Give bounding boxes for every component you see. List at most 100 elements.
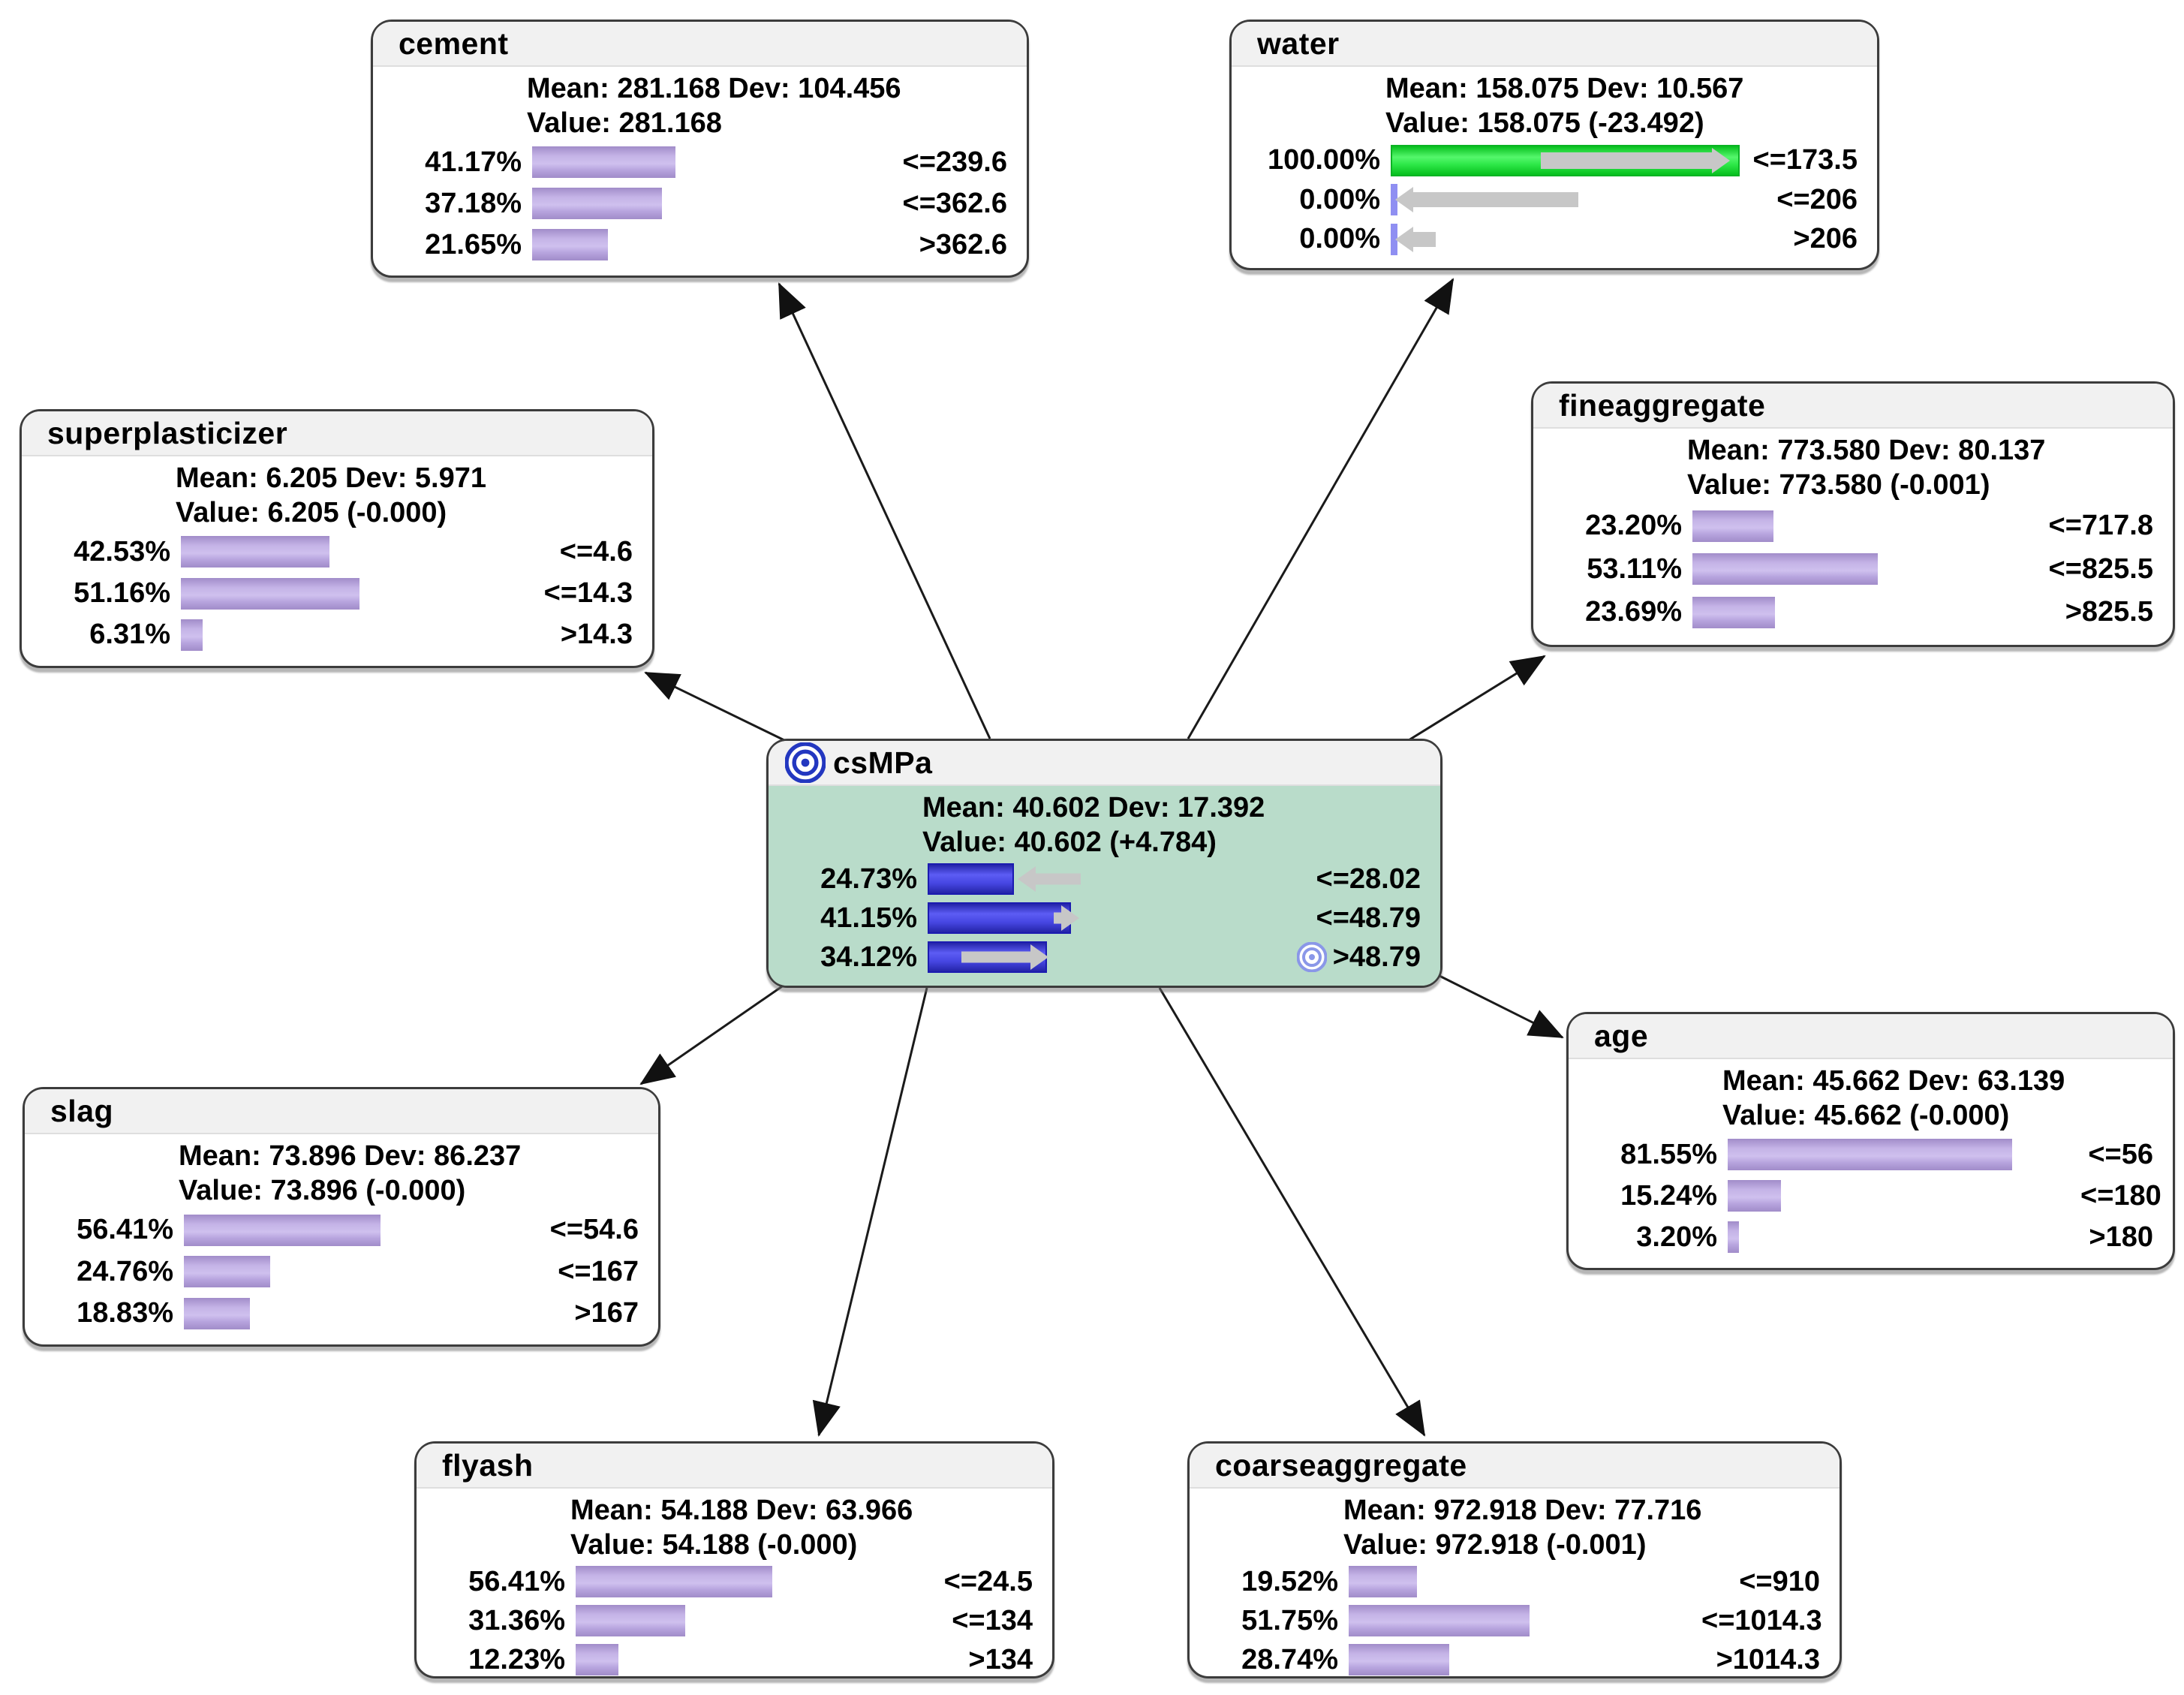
probability-row: 19.52% <=910 [1190, 1562, 1840, 1601]
probability-bar-track [184, 1214, 537, 1246]
probability-percent: 12.23% [468, 1643, 565, 1675]
probability-bar [1728, 1221, 1739, 1253]
state-range-label: <=173.5 [1743, 144, 1877, 176]
edge-csMPa-to-cement [778, 282, 991, 739]
node-header: csMPa [769, 741, 1440, 786]
probability-bar [1391, 184, 1397, 215]
bn-node-fineaggregate[interactable]: fineaggregate Mean: 773.580 Dev: 80.137 … [1531, 381, 2175, 647]
probability-row: 15.24%<=180 [1569, 1176, 2173, 1215]
state-range-label: <=134 [928, 1605, 1052, 1637]
probability-bar-track [1349, 1566, 1701, 1597]
state-range-text: >180 [2089, 1221, 2153, 1253]
probability-bar [1692, 596, 1775, 628]
node-header: fineaggregate [1533, 384, 2173, 429]
value-line: Value: 6.205 (-0.000) [176, 497, 447, 528]
value-line: Value: 54.188 (-0.000) [570, 1529, 858, 1561]
node-stats: Mean: 281.168 Dev: 104.456 Value: 281.16… [373, 71, 1027, 140]
probability-percent: 51.75% [1241, 1604, 1338, 1636]
state-range-label: <=4.6 [534, 536, 652, 568]
probability-bar [532, 146, 675, 178]
value-line: Value: 45.662 (-0.000) [1722, 1100, 2010, 1131]
probability-percent: 0.00% [1299, 223, 1380, 254]
probability-bar [1349, 1605, 1530, 1636]
probability-row: 100.00%<=173.5 [1232, 141, 1877, 180]
mean-dev-line: Mean: 40.602 Dev: 17.392 [922, 792, 1265, 823]
probability-percent: 24.73% [820, 863, 917, 895]
probability-percent: 37.18% [425, 187, 522, 219]
node-stats: Mean: 73.896 Dev: 86.237 Value: 73.896 (… [25, 1139, 658, 1208]
change-arrow-right-icon [1030, 944, 1048, 970]
probability-row: 24.73% <=28.02 [769, 860, 1440, 899]
node-title: slag [50, 1093, 114, 1128]
change-arrow-rod [1054, 912, 1061, 924]
bn-node-csMPa[interactable]: csMPa Mean: 40.602 Dev: 17.392 Value: 40… [766, 739, 1442, 988]
state-range-label: <=910 [1701, 1566, 1840, 1598]
probability-percent: 0.00% [1299, 183, 1380, 215]
probability-percent: 19.52% [1241, 1565, 1338, 1597]
mean-dev-line: Mean: 73.896 Dev: 86.237 [179, 1140, 522, 1172]
probability-row: 23.69%>825.5 [1533, 593, 2173, 632]
state-range-label: <=167 [537, 1256, 658, 1288]
probability-bar-track [1728, 1139, 2080, 1170]
probability-bar [1349, 1644, 1449, 1675]
probability-bar-track [1349, 1605, 1701, 1636]
probability-percent: 41.17% [425, 146, 522, 178]
edge-csMPa-to-superplasticizer [644, 671, 788, 743]
probability-bar-track [1349, 1644, 1701, 1675]
probability-row: 34.12% >48.79 [769, 938, 1440, 977]
state-range-text: <=28.02 [1316, 863, 1421, 895]
state-range-text: >825.5 [2065, 596, 2153, 628]
edge-csMPa-to-age [1439, 974, 1564, 1039]
state-range-label: <=48.79 [1280, 902, 1440, 935]
node-title: csMPa [833, 745, 933, 780]
state-range-text: >134 [968, 1643, 1033, 1675]
probability-percent: 18.83% [77, 1297, 173, 1329]
probability-percent: 15.24% [1620, 1179, 1717, 1212]
edge-csMPa-to-fineaggregate [1408, 655, 1546, 742]
state-range-text: <=14.3 [543, 577, 633, 609]
probability-bar [1728, 1139, 2012, 1170]
probability-bar [184, 1256, 270, 1287]
probability-row: 18.83% >167 [25, 1294, 658, 1333]
probability-bar [181, 619, 203, 651]
value-line: Value: 773.580 (-0.001) [1687, 469, 1990, 501]
probability-bar-track [1692, 553, 2045, 585]
bn-node-flyash[interactable]: flyash Mean: 54.188 Dev: 63.966 Value: 5… [414, 1441, 1054, 1678]
bn-node-cement[interactable]: cement Mean: 281.168 Dev: 104.456 Value:… [371, 20, 1029, 278]
mean-dev-line: Mean: 972.918 Dev: 77.716 [1343, 1495, 1702, 1526]
bn-node-slag[interactable]: slag Mean: 73.896 Dev: 86.237 Value: 73.… [23, 1087, 660, 1347]
probability-row: 56.41%<=24.5 [417, 1562, 1052, 1601]
probability-percent: 41.15% [820, 902, 917, 934]
probability-percent: 56.41% [77, 1214, 173, 1245]
bn-node-coarseaggregate[interactable]: coarseaggregate Mean: 972.918 Dev: 77.71… [1187, 1441, 1842, 1678]
state-range-text: <=167 [558, 1255, 639, 1287]
state-range-text: >167 [574, 1297, 639, 1329]
probability-percent: 81.55% [1620, 1138, 1717, 1170]
bullseye-small-icon [1296, 942, 1327, 972]
node-stats: Mean: 158.075 Dev: 10.567 Value: 158.075… [1232, 71, 1877, 140]
state-range-label: >180 [2080, 1221, 2173, 1254]
probability-bar-track [576, 1566, 928, 1597]
probability-bar [532, 188, 662, 219]
probability-bar [1692, 553, 1878, 585]
bn-node-superplasticizer[interactable]: superplasticizer Mean: 6.205 Dev: 5.971 … [20, 409, 654, 668]
probability-bar-track [928, 941, 1280, 973]
probability-row: 51.16%<=14.3 [22, 574, 652, 613]
probability-row: 12.23% >134 [417, 1640, 1052, 1679]
node-stats: Mean: 45.662 Dev: 63.139 Value: 45.662 (… [1569, 1064, 2173, 1133]
change-arrow-rod [961, 951, 1030, 963]
probability-bar-track [532, 146, 885, 178]
probability-bar [184, 1214, 381, 1246]
probability-bar [928, 902, 1071, 934]
probability-bar [184, 1297, 250, 1329]
bn-node-age[interactable]: age Mean: 45.662 Dev: 63.139 Value: 45.6… [1566, 1012, 2175, 1270]
state-range-label: >14.3 [534, 619, 652, 651]
node-stats: Mean: 773.580 Dev: 80.137 Value: 773.580… [1533, 433, 2173, 502]
state-range-label: >825.5 [2045, 596, 2173, 628]
probability-bar [532, 229, 608, 260]
bullseye-icon [785, 742, 826, 783]
probability-row: 0.00%>206 [1232, 220, 1877, 259]
bn-node-water[interactable]: water Mean: 158.075 Dev: 10.567 Value: 1… [1229, 20, 1879, 270]
